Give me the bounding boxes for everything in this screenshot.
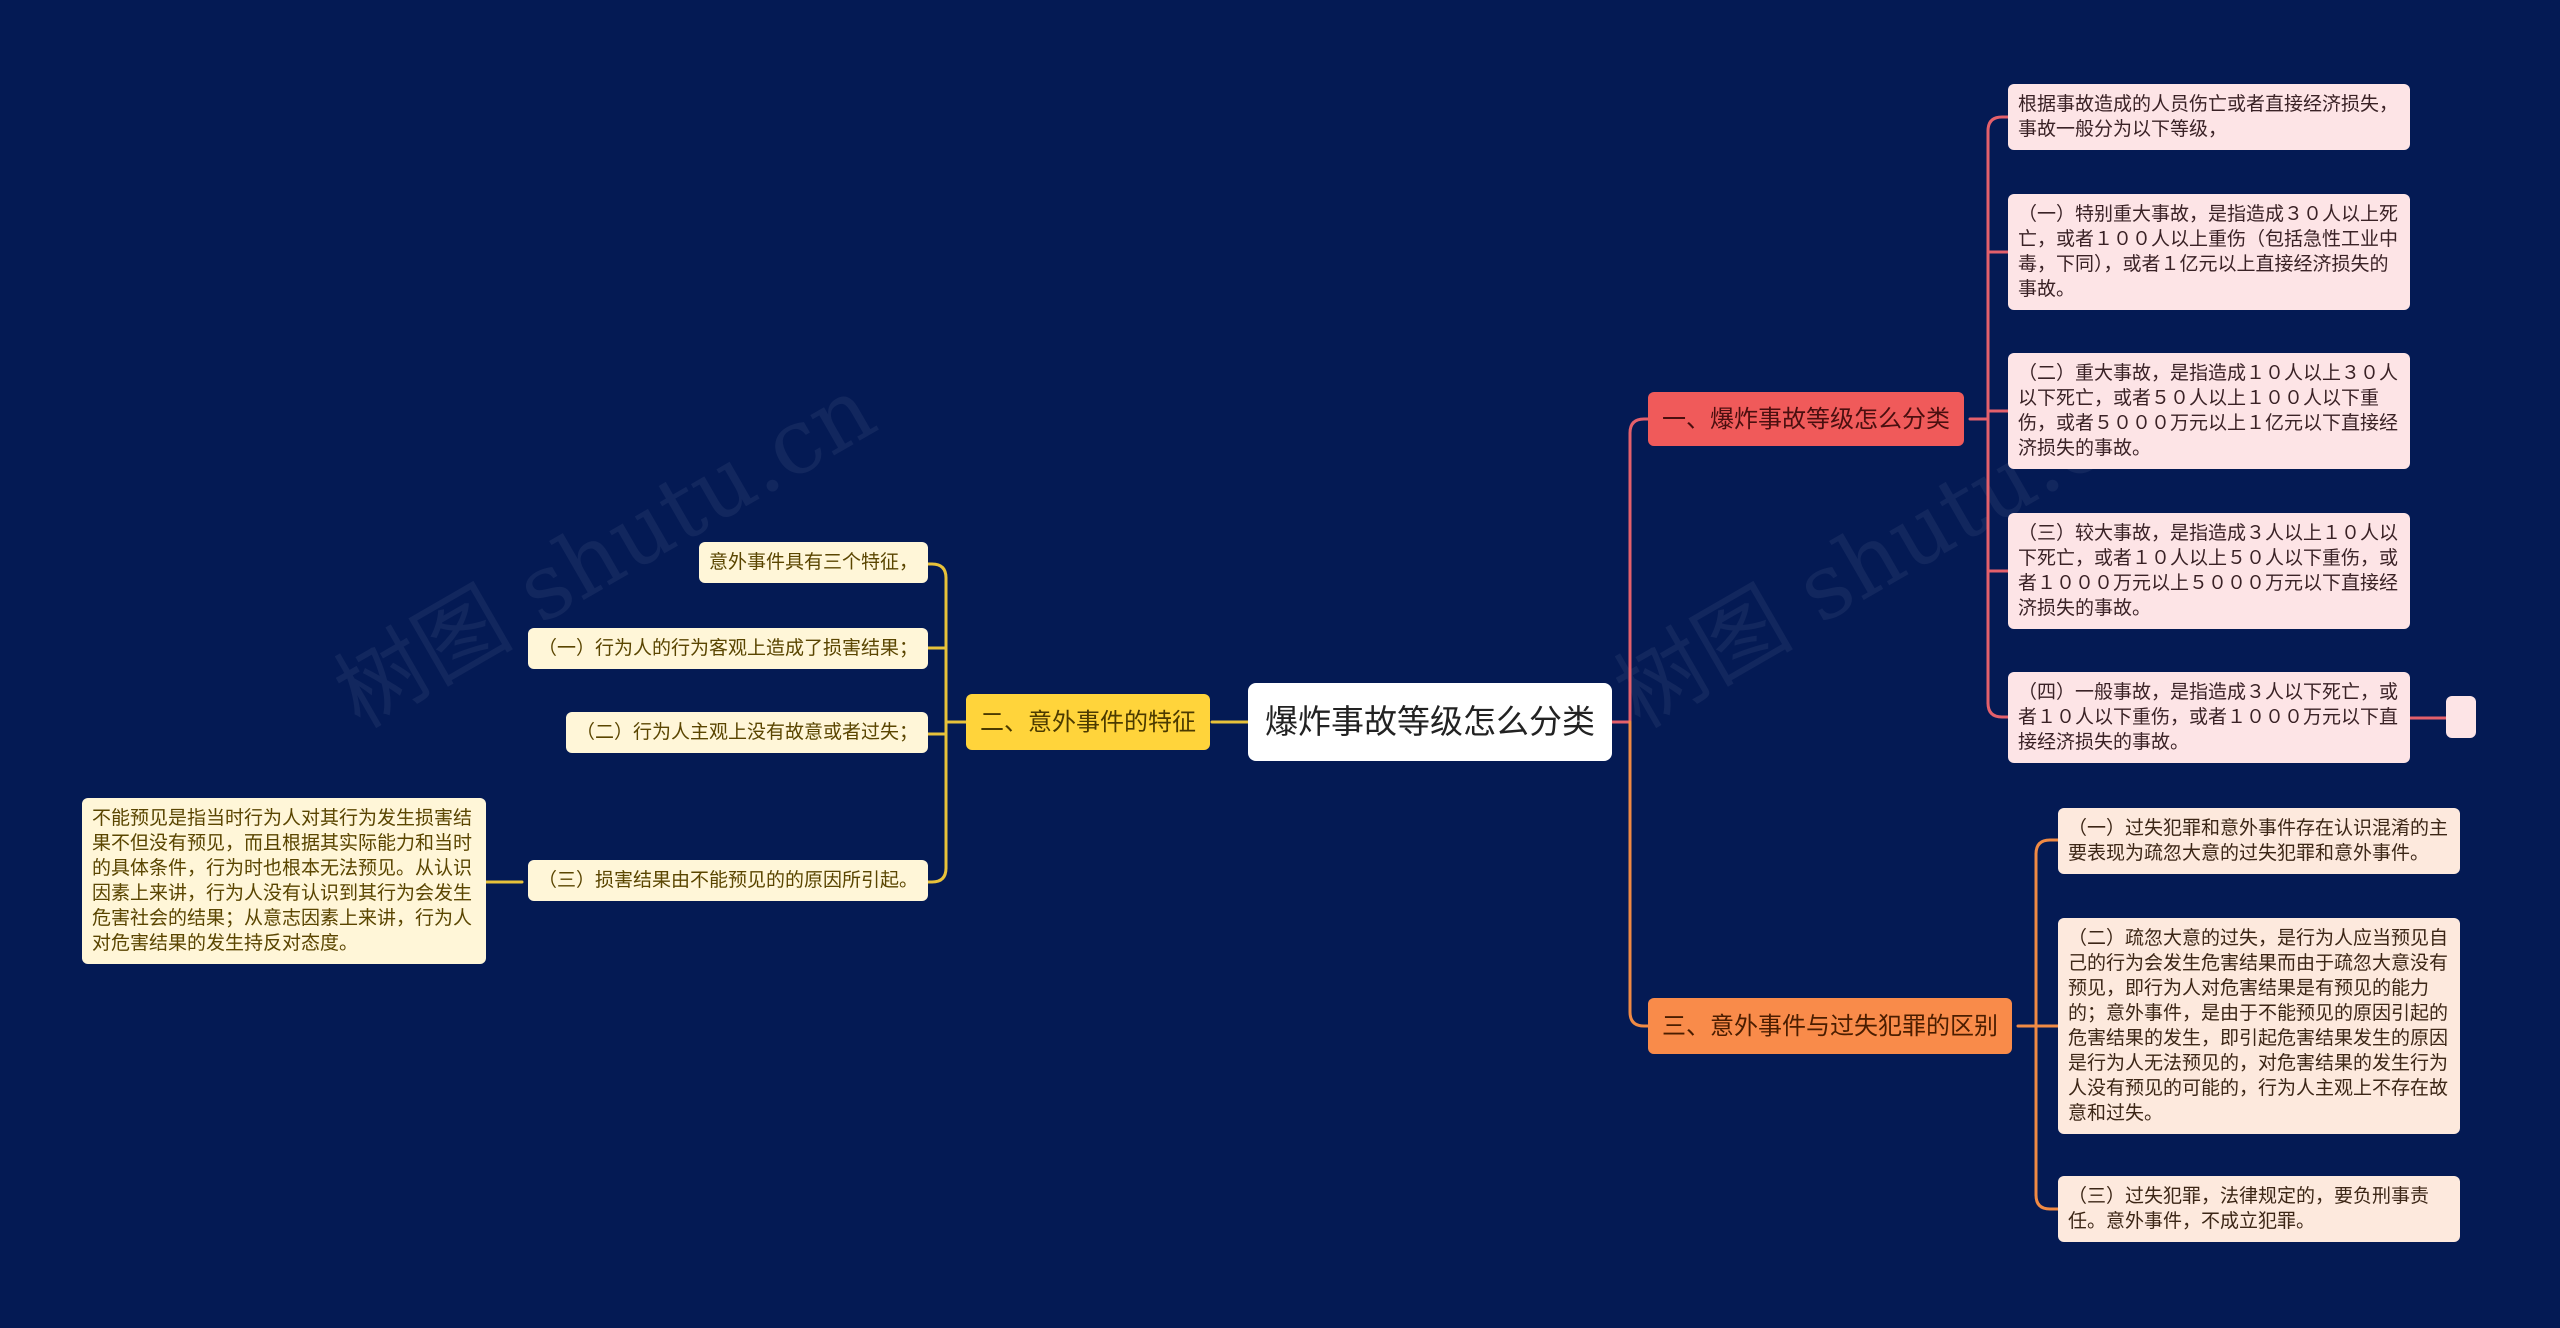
leaf-feature-2[interactable]: （二）行为人主观上没有故意或者过失； xyxy=(565,712,928,753)
leaf-feature-1[interactable]: （一）行为人的行为客观上造成了损害结果； xyxy=(527,628,928,669)
leaf-difference-2[interactable]: （二）疏忽大意的过失，是行为人应当预见自己的行为会发生危害结果而由于疏忽大意没有… xyxy=(2058,918,2460,1134)
leaf-features-intro[interactable]: 意外事件具有三个特征， xyxy=(698,542,928,583)
leaf-levels-intro[interactable]: 根据事故造成的人员伤亡或者直接经济损失，事故一般分为以下等级， xyxy=(2008,84,2410,150)
leaf-feature-3[interactable]: （三）损害结果由不能预见的的原因所引起。 xyxy=(527,860,928,901)
connector-b1-items xyxy=(1968,129,1990,705)
branch-accident-features[interactable]: 二、意外事件的特征 xyxy=(966,694,1210,750)
root-topic[interactable]: 爆炸事故等级怎么分类 xyxy=(1248,683,1612,761)
leaf-difference-3[interactable]: （三）过失犯罪，法律规定的，要负刑事责任。意外事件，不成立犯罪。 xyxy=(2058,1176,2460,1242)
branch-accident-vs-negligence[interactable]: 三、意外事件与过失犯罪的区别 xyxy=(1648,998,2012,1054)
branch-accident-levels[interactable]: 一、爆炸事故等级怎么分类 xyxy=(1648,392,1964,446)
leaf-empty-child[interactable] xyxy=(2446,696,2476,738)
leaf-difference-1[interactable]: （一）过失犯罪和意外事件存在认识混淆的主要表现为疏忽大意的过失犯罪和意外事件。 xyxy=(2058,808,2460,874)
leaf-level-2[interactable]: （二）重大事故，是指造成１０人以上３０人以下死亡，或者５０人以上１００人以下重伤… xyxy=(2008,353,2410,469)
connector-b2-items xyxy=(944,576,968,870)
connector-b3-items xyxy=(2016,852,2038,1197)
leaf-level-3[interactable]: （三）较大事故，是指造成３人以上１０人以下死亡，或者１０人以上５０人以下重伤，或… xyxy=(2008,513,2410,629)
connector-root-b1 xyxy=(1610,417,1650,724)
leaf-level-4[interactable]: （四）一般事故，是指造成３人以下死亡，或者１０人以下重伤，或者１０００万元以下直… xyxy=(2008,672,2410,763)
leaf-level-1[interactable]: （一）特别重大事故，是指造成３０人以上死亡，或者１００人以上重伤（包括急性工业中… xyxy=(2008,194,2410,310)
leaf-unforeseeable-detail[interactable]: 不能预见是指当时行为人对其行为发生损害结果不但没有预见，而且根据其实际能力和当时… xyxy=(82,798,486,964)
connector-root-b3 xyxy=(1628,720,1650,1028)
